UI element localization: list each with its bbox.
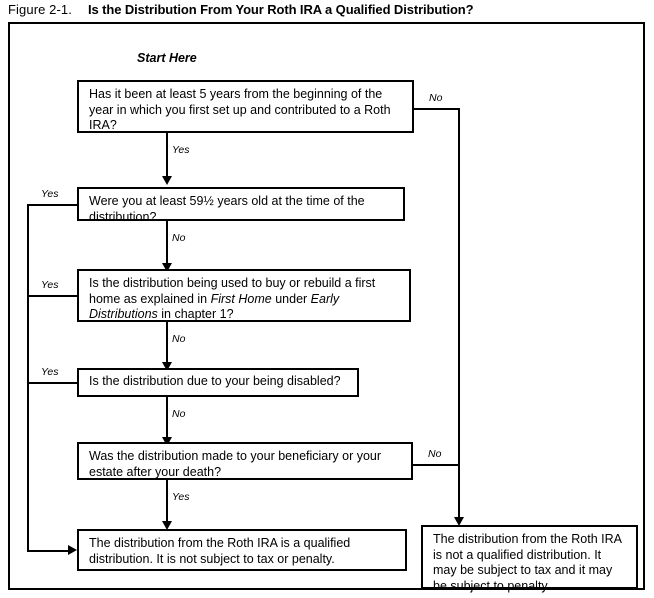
outcome-node-not-qualified-distribution-text: The distribution from the Roth IRA is no… [433, 532, 622, 593]
edge-label-q1-yes: Yes [172, 144, 190, 156]
edge-q3-no-vertical [166, 322, 168, 364]
start-here-label: Start Here [137, 51, 197, 65]
figure-caption: Figure 2-1. Is the Distribution From Your… [8, 1, 648, 19]
edge-label-q2-yes: Yes [41, 188, 59, 200]
edge-q5-no-horizontal [413, 464, 460, 466]
edge-label-q4-no: No [172, 408, 186, 420]
yes-rail-vertical [27, 204, 29, 552]
decision-node-disabled[interactable]: Is the distribution due to your being di… [77, 368, 359, 397]
first-home-italic-first-home: First Home [210, 291, 272, 306]
decision-node-beneficiary-estate[interactable]: Was the distribution made to your benefi… [77, 442, 413, 480]
edge-label-q3-yes: Yes [41, 279, 59, 291]
outcome-node-qualified-distribution-text: The distribution from the Roth IRA is a … [89, 536, 351, 566]
edge-q4-no-vertical [166, 397, 168, 439]
edge-label-q5-no: No [428, 448, 442, 460]
page-title: Is the Distribution From Your Roth IRA a… [87, 2, 474, 17]
first-home-text-part-2: under [271, 291, 311, 306]
flowchart-canvas: Start Here Has it been at least 5 years … [10, 24, 643, 593]
decision-node-five-year-rule-text: Has it been at least 5 years from the be… [89, 87, 391, 132]
edge-label-q3-no: No [172, 333, 186, 345]
first-home-text-part-1: Is the distribution being used to buy or… [89, 276, 376, 306]
edge-label-q2-no: No [172, 232, 186, 244]
decision-node-five-year-rule[interactable]: Has it been at least 5 years from the be… [77, 80, 414, 133]
yes-rail-arrowhead [68, 545, 77, 555]
outcome-node-not-qualified-distribution[interactable]: The distribution from the Roth IRA is no… [421, 525, 638, 593]
edge-q1-no-arrowhead [454, 517, 464, 526]
edge-q1-no-horizontal [414, 108, 460, 110]
edge-q5-yes-vertical [166, 480, 168, 523]
figure-border: Start Here Has it been at least 5 years … [8, 22, 645, 593]
decision-node-age-59-half-text: Were you at least 59½ years old at the t… [89, 194, 365, 224]
yes-rail-to-qualified-horizontal [27, 550, 71, 552]
decision-node-beneficiary-estate-text: Was the distribution made to your benefi… [89, 449, 382, 479]
first-home-text-part-3: in chapter 1? [157, 307, 234, 321]
outcome-node-qualified-distribution[interactable]: The distribution from the Roth IRA is a … [77, 529, 407, 571]
edge-q1-no-vertical [458, 108, 460, 519]
edge-q5-yes-arrowhead [162, 521, 172, 530]
edge-label-q4-yes: Yes [41, 366, 59, 378]
edge-label-q1-no: No [429, 92, 443, 104]
figure-number: Figure 2-1. [8, 2, 72, 17]
edge-q4-yes-horizontal [27, 382, 79, 384]
edge-q3-no-arrowhead [162, 362, 172, 371]
edge-q4-no-arrowhead [162, 437, 172, 446]
decision-node-first-home[interactable]: Is the distribution being used to buy or… [77, 269, 411, 322]
edge-q1-yes-arrowhead [162, 176, 172, 185]
edge-q2-no-vertical [166, 221, 168, 265]
edge-q3-yes-horizontal [27, 295, 79, 297]
edge-q2-yes-horizontal [27, 204, 79, 206]
first-home-italic-early-distributions: Early Distributions [89, 291, 340, 322]
decision-node-disabled-text: Is the distribution due to your being di… [89, 374, 341, 388]
decision-node-first-home-text: Is the distribution being used to buy or… [89, 276, 375, 321]
edge-q2-no-arrowhead [162, 263, 172, 272]
edge-label-q5-yes: Yes [172, 491, 190, 503]
decision-node-age-59-half[interactable]: Were you at least 59½ years old at the t… [77, 187, 405, 224]
edge-q1-yes-vertical [166, 133, 168, 178]
